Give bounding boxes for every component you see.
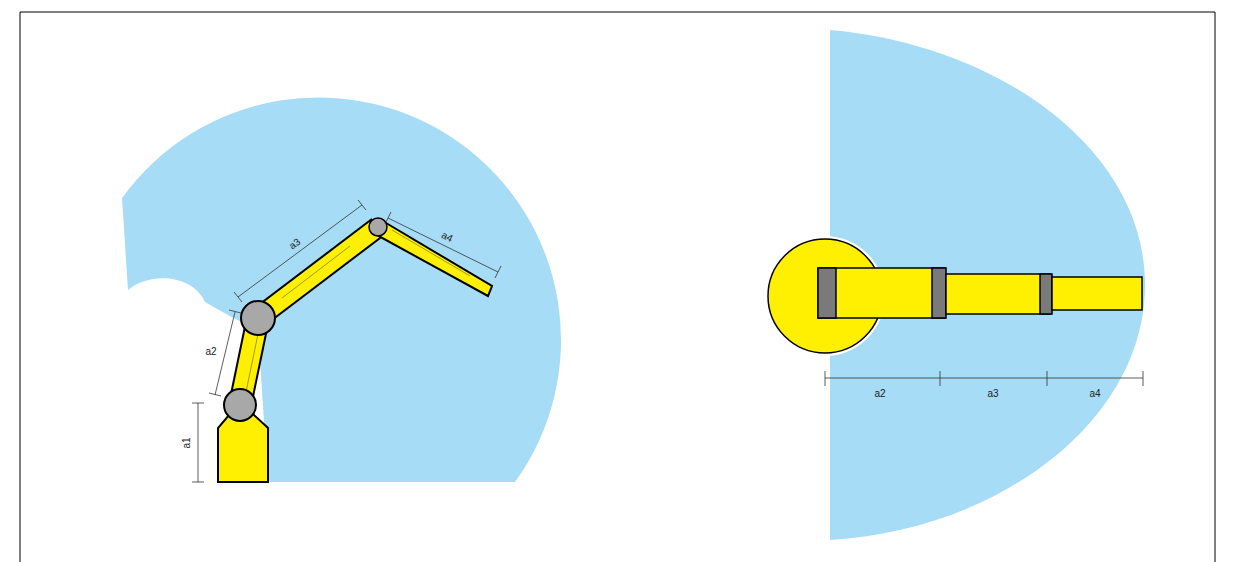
dimension-label: a4 <box>440 230 454 244</box>
dimension-label: a3 <box>288 237 303 252</box>
link-a3 <box>258 227 378 318</box>
dimension-label: a2 <box>874 389 885 399</box>
dimension-label: a2 <box>205 347 216 357</box>
dimension-label: a1 <box>182 437 192 448</box>
dimension-label: a3 <box>987 389 998 399</box>
joint <box>369 218 387 236</box>
arm-top <box>818 268 1142 318</box>
joint <box>241 301 275 335</box>
dimension-label: a4 <box>1089 389 1100 399</box>
link-a4 <box>375 220 492 296</box>
dimension-lines <box>825 371 1143 386</box>
frame <box>20 12 1215 562</box>
dimension-lines <box>192 200 501 482</box>
joint <box>224 389 256 421</box>
workspace-region <box>122 97 561 482</box>
